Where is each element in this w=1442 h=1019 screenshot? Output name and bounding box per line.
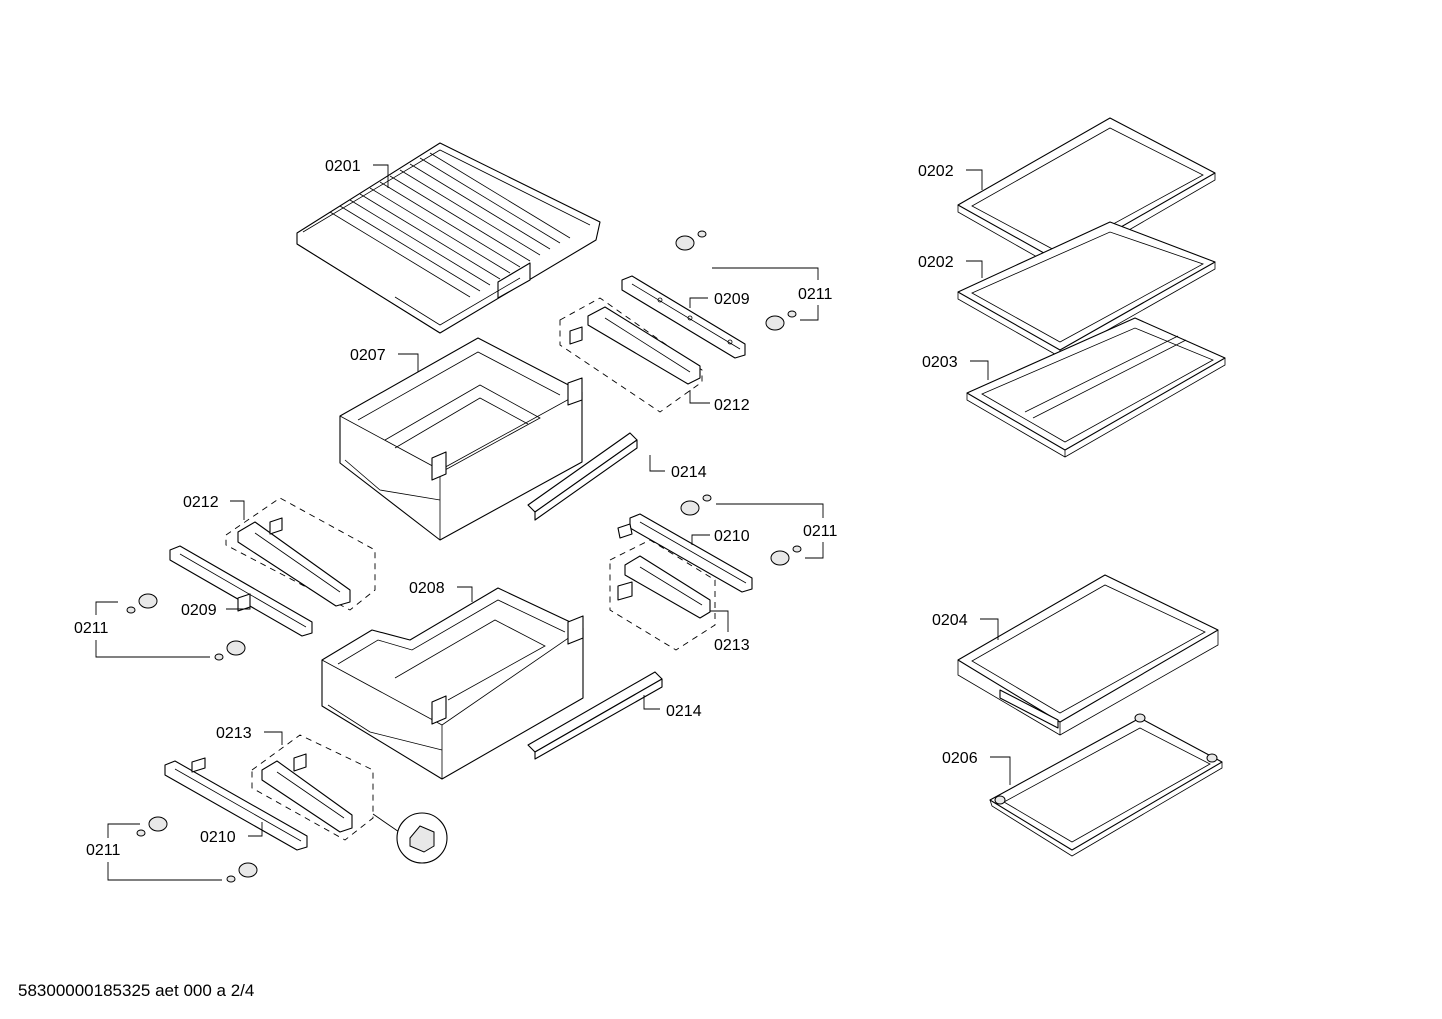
callout-0207: 0207 [350,347,386,364]
detail-callout-circle [372,812,448,864]
part-0203-split-shelf [966,317,1226,458]
part-0210-upper-right-slide [617,513,753,593]
callout-labels: 0201 0202 0202 0203 0204 0206 0207 0208 … [74,158,978,859]
callout-0202-top: 0202 [918,163,954,180]
callout-0213-lower: 0213 [216,725,252,742]
callout-0212-lower: 0212 [183,494,219,511]
callout-0213-upper: 0213 [714,637,750,654]
part-0209-lower-slide [169,545,313,637]
callout-0211-upper-right: 0211 [798,286,833,303]
part-0211-rollers-upper-right [675,230,797,331]
callout-0210-upper: 0210 [714,528,750,545]
callout-0210-lower: 0210 [200,829,236,846]
document-id-footer: 58300000185325 aet 000 a 2/4 [18,981,255,1000]
part-0211-rollers-lower-left [136,816,258,883]
callout-0211-lower-left: 0211 [86,842,121,859]
part-0209-upper-slide [621,275,746,359]
callout-0214-upper: 0214 [671,464,707,481]
part-0211-rollers-mid-left [126,593,246,661]
part-0207-upper-drawer [339,337,583,541]
part-0213-lower-bracket [251,734,374,841]
part-0214-upper-rail [527,432,638,521]
part-0214-lower-rail [527,671,663,760]
callout-0212-upper: 0212 [714,397,750,414]
callout-0201: 0201 [325,158,361,175]
callout-0204: 0204 [932,612,968,629]
callout-0208: 0208 [409,580,445,597]
leader-lines [95,164,1011,881]
callout-0203: 0203 [922,354,958,371]
callout-0211-mid-right: 0211 [803,523,838,540]
callout-0211-mid-left: 0211 [74,620,109,637]
callout-0214-lower: 0214 [666,703,702,720]
part-0212-upper-bracket [559,297,703,413]
part-0208-lower-drawer [321,587,584,780]
part-0212-lower-bracket [225,497,376,611]
part-0204-tray [957,574,1219,736]
callout-0209-lower: 0209 [181,602,217,619]
part-0206-tray-lid [989,713,1223,857]
callout-0206: 0206 [942,750,978,767]
part-0213-upper-right-bracket [609,539,716,651]
part-0210-lower-slide [164,757,308,851]
callout-0209-upper: 0209 [714,291,750,308]
callout-0202-middle: 0202 [918,254,954,271]
part-0211-rollers-mid-right [680,494,802,566]
part-0201-cover-plate [296,142,601,334]
